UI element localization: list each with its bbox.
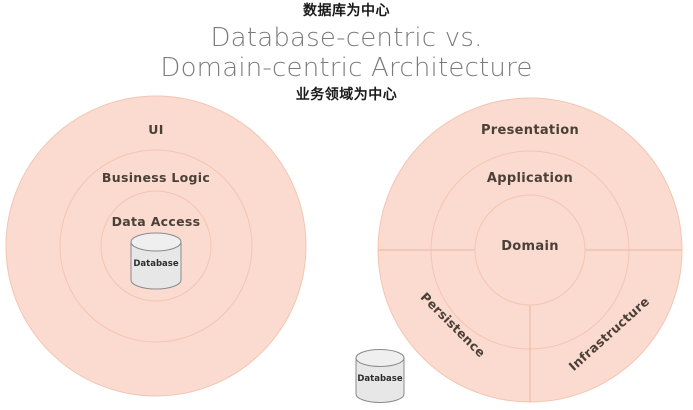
ring-data-access-outline <box>100 190 212 302</box>
external-database-icon-top <box>355 349 405 367</box>
title-block: 数据库为中心 Database-centric vs. Domain-centr… <box>0 2 693 104</box>
page-title: Database-centric vs. Domain-centric Arch… <box>0 23 693 83</box>
ring-business-logic-outline <box>59 149 253 343</box>
database-icon-body <box>130 241 182 290</box>
ring-label-application: Application <box>487 171 573 186</box>
ring-label-presentation: Presentation <box>481 123 579 138</box>
database-icon-top <box>130 232 182 252</box>
ring-ui-outline <box>5 95 307 397</box>
external-database-icon-label: Database <box>357 374 402 384</box>
left-database-cylinder: Database <box>130 232 182 290</box>
ring-label-business-logic: Business Logic <box>102 170 210 185</box>
page-title-line-1: Database-centric vs. <box>210 23 483 53</box>
ring-label-data-access: Data Access <box>112 214 201 229</box>
page-title-line-2: Domain-centric Architecture <box>160 53 533 83</box>
ring-presentation-fill <box>378 98 682 402</box>
annotation-domain-centric: 业务领域为中心 <box>295 87 398 103</box>
database-icon-label: Database <box>133 259 178 269</box>
right-diagram-domain-centric: Presentation Application Domain Persiste… <box>377 97 683 403</box>
annotation-database-centric: 数据库为中心 <box>303 3 390 19</box>
ring-label-domain: Domain <box>501 239 559 254</box>
left-diagram-database-centric: UI Business Logic Data Access Database <box>5 95 307 397</box>
ring-label-ui: UI <box>148 122 163 137</box>
external-database-icon-body <box>355 357 405 403</box>
external-database-cylinder: Database <box>355 349 405 403</box>
